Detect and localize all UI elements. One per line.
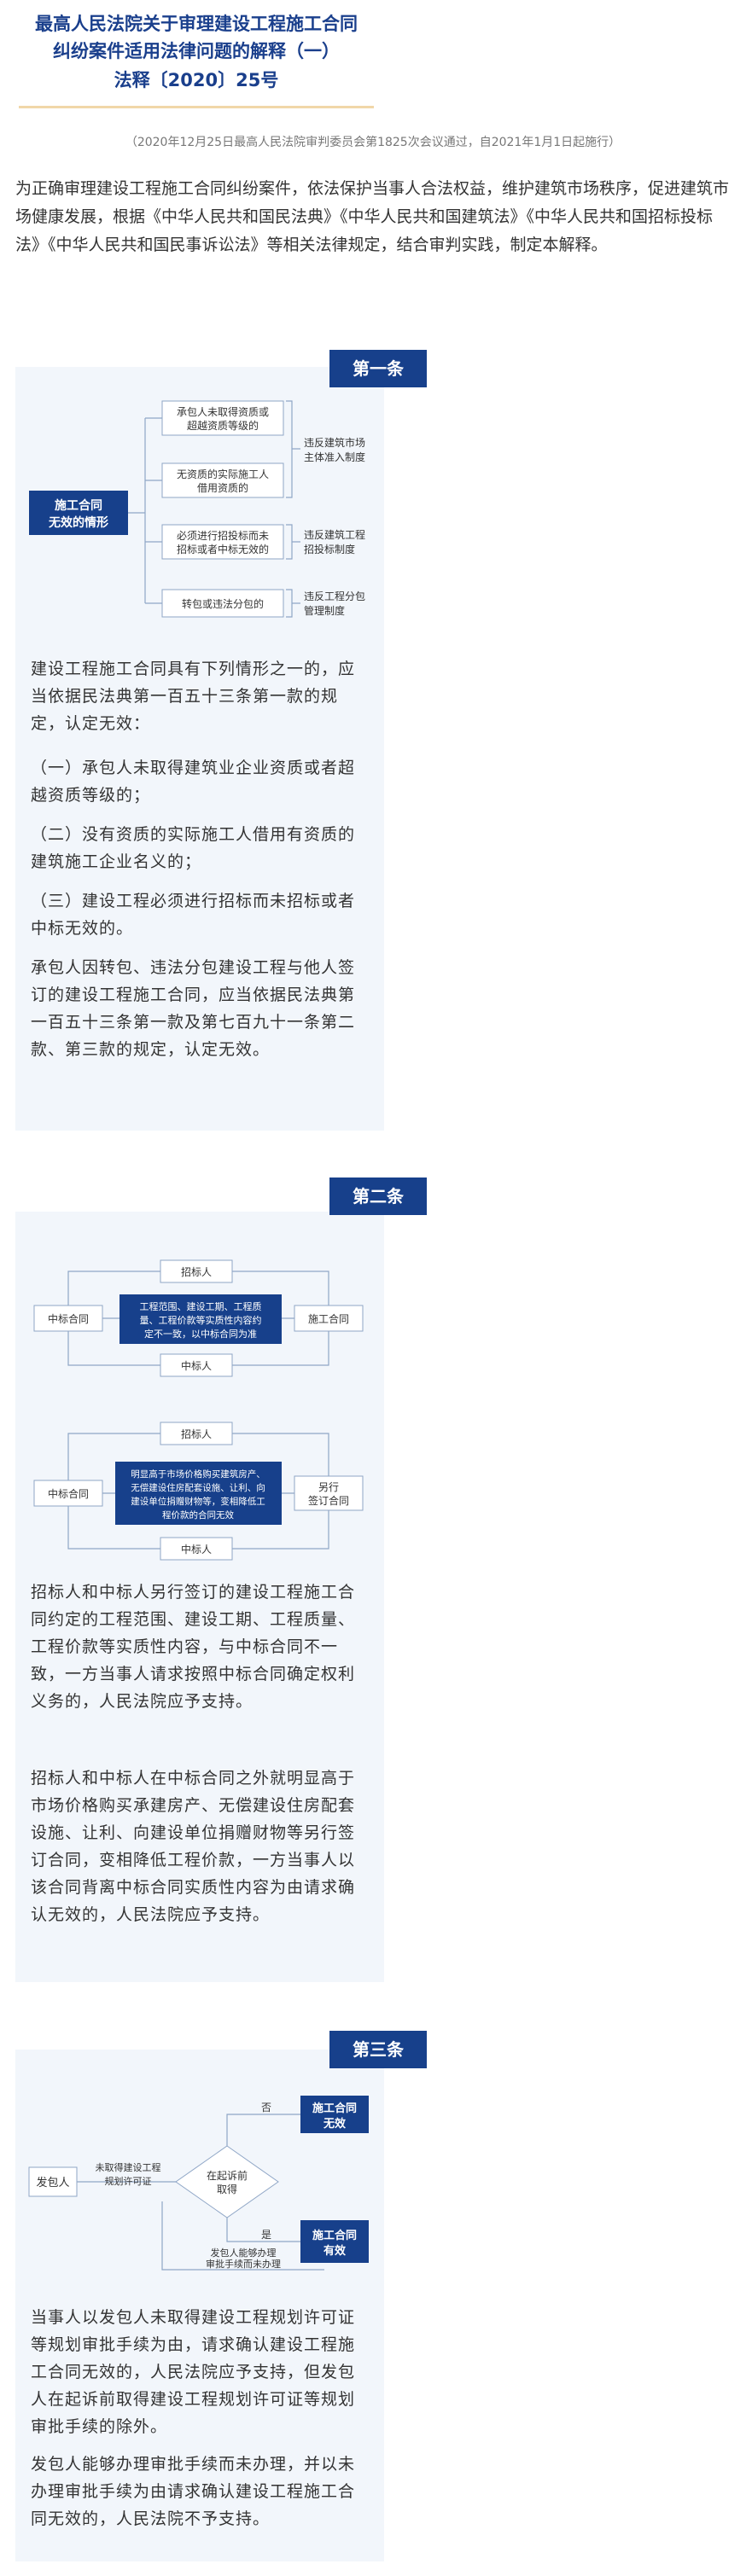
a2d1-bottom: 中标人 <box>181 1359 212 1372</box>
a1-reason3-line2: 管理制度 <box>304 604 345 617</box>
a1-para-2: 承包人因转包、违法分包建设工程与他人签订的建设工程施工合同，应当依据民法典第一百… <box>31 958 356 1059</box>
a3-para-2: 发包人能够办理审批手续而未办理，并以未办理审批手续为由请求确认建设工程施工合同无… <box>31 2455 356 2528</box>
a2d1-right: 施工合同 <box>308 1312 349 1325</box>
a2d1-bottom-box <box>160 1353 233 1377</box>
a2d2-center-line4: 程价款的合同无效 <box>162 1509 234 1521</box>
a2d2-bottom-box <box>160 1537 233 1561</box>
article-1-diagram: 施工合同 无效的情形 承包人未取得资质或 超越资质等级的 无资质的实际施工人 借… <box>29 400 365 618</box>
a3-decision-line2: 取得 <box>217 2183 237 2195</box>
a3-decision-diamond <box>175 2145 279 2218</box>
a3-feedback-line1: 发包人能够办理 <box>211 2247 277 2259</box>
a1-item-box-4 <box>161 589 284 618</box>
a1-reason2-line2: 招投标制度 <box>304 543 355 555</box>
a3-valid-box <box>300 2220 369 2263</box>
adoption-note: （2020年12月25日最高人民法院审判委员会第1825次会议通过，自2021年… <box>125 136 621 149</box>
a1-item3-line2: 招标或者中标无效的 <box>177 543 269 555</box>
a2d2-bottom: 中标人 <box>181 1543 212 1555</box>
a3-yes-label: 是 <box>261 2229 271 2241</box>
a2d1-right-box <box>294 1305 364 1332</box>
article-3-diagram: 发包人 未取得建设工程 规划许可证 在起诉前 取得 否 是 施工合同 无效 施工… <box>28 2096 369 2271</box>
article-1-badge: 第一条 <box>329 350 427 387</box>
a2d1-center-line3: 定不一致，以中标合同为准 <box>144 1328 257 1340</box>
doc-number: 法释〔2020〕25号 <box>114 70 279 90</box>
a3-no-label: 否 <box>261 2102 271 2114</box>
a1-item3-line1: 必须进行招投标而未 <box>177 529 269 542</box>
a3-invalid-line2: 无效 <box>323 2117 347 2131</box>
article-3-panel <box>15 2050 384 2561</box>
a1-item2-line1: 无资质的实际施工人 <box>177 468 269 480</box>
a2d2-top-box <box>160 1422 233 1445</box>
a1-item-3: （三）建设工程必须进行招标而未招标或者中标无效的。 <box>31 892 356 938</box>
a1-reason1-line2: 主体准入制度 <box>304 451 365 463</box>
a3-invalid-box <box>300 2096 369 2133</box>
a3-valid-line2: 有效 <box>323 2244 347 2258</box>
article-3-badge: 第三条 <box>329 2031 427 2068</box>
a2d1-center-box <box>119 1294 282 1344</box>
article-2-diagram: 招标人 中标人 中标合同 施工合同 工程范围、建设工期、工程质 量、工程价款等实… <box>33 1259 364 1561</box>
a2-para-1: 招标人和中标人另行签订的建设工程施工合同约定的工程范围、建设工期、工程质量、工程… <box>31 1583 356 1711</box>
a1-item-2: （二）没有资质的实际施工人借用有资质的建筑施工企业名义的； <box>31 825 356 871</box>
a2d2-right-box <box>294 1475 364 1511</box>
a2d2-right-line1: 另行 <box>318 1481 339 1493</box>
a2d2-center-line2: 无偿建设住房配套设施、让利、向 <box>131 1482 265 1493</box>
intro-paragraph: 为正确审理建设工程施工合同纠纷案件，依法保护当事人合法权益，维护建筑市场秩序，促… <box>15 179 730 254</box>
a1-item1-line1: 承包人未取得资质或 <box>177 405 269 418</box>
a2-para-2: 招标人和中标人在中标合同之外就明显高于市场价格购买承建房产、无偿建设住房配套设施… <box>31 1769 356 1924</box>
a2d2-right-line2: 签订合同 <box>308 1494 349 1507</box>
a2d2-top: 招标人 <box>181 1428 212 1440</box>
a2d2-center-box <box>115 1462 282 1525</box>
a1-item1-line2: 超越资质等级的 <box>187 419 259 432</box>
a3-condition-line2: 规划许可证 <box>105 2175 152 2187</box>
a3-start: 发包人 <box>36 2176 69 2189</box>
a1-root-box <box>29 491 128 535</box>
a2d2-center-line3: 建设单位捐赠财物等，变相降低工 <box>131 1496 265 1507</box>
page-title-line2: 纠纷案件适用法律问题的解释（一） <box>53 41 340 61</box>
a2d1-center-line1: 工程范围、建设工期、工程质 <box>140 1300 262 1312</box>
a1-item-box-3 <box>161 524 284 560</box>
a1-para-1: 建设工程施工合同具有下列情形之一的，应当依据民法典第一百五十三条第一款的规定，认… <box>31 660 356 733</box>
title-divider <box>19 106 374 108</box>
a2d2-left: 中标合同 <box>48 1487 89 1500</box>
a3-valid-line1: 施工合同 <box>312 2229 357 2242</box>
a1-item2-line2: 借用资质的 <box>197 481 248 494</box>
a1-root-line2: 无效的情形 <box>48 515 108 530</box>
a1-reason2-line1: 违反建筑工程 <box>304 528 365 541</box>
a2d2-center-line1: 明显高于市场价格购买建筑房产、 <box>131 1468 265 1480</box>
a3-start-box <box>28 2166 78 2197</box>
a1-item-box-1 <box>161 400 284 436</box>
a2d1-top-box <box>160 1259 233 1283</box>
a1-reason3-line1: 违反工程分包 <box>304 590 365 602</box>
page-title-line1: 最高人民法院关于审理建设工程施工合同 <box>35 14 358 34</box>
a1-item-1: （一）承包人未取得建筑业企业资质或者超越资质等级的； <box>31 759 356 805</box>
a1-reason1-line1: 违反建筑市场 <box>304 436 365 449</box>
a1-item-box-2 <box>161 462 284 498</box>
a3-invalid-line1: 施工合同 <box>312 2102 357 2115</box>
a2d1-left: 中标合同 <box>48 1312 89 1325</box>
a3-condition-line1: 未取得建设工程 <box>96 2161 161 2173</box>
a3-decision-line1: 在起诉前 <box>207 2169 248 2182</box>
article-2-badge: 第二条 <box>329 1178 427 1215</box>
a1-item4-line1: 转包或违法分包的 <box>182 597 264 610</box>
a2d1-top: 招标人 <box>181 1266 212 1278</box>
a1-root-line1: 施工合同 <box>55 498 102 513</box>
a2d1-left-box <box>33 1305 103 1332</box>
a3-feedback-line2: 审批手续而未办理 <box>206 2258 281 2270</box>
a2d1-center-line2: 量、工程价款等实质性内容约 <box>140 1314 262 1326</box>
a3-para-1: 当事人以发包人未取得建设工程规划许可证等规划审批手续为由，请求确认建设工程施工合… <box>31 2308 356 2436</box>
a2d2-left-box <box>33 1480 103 1507</box>
